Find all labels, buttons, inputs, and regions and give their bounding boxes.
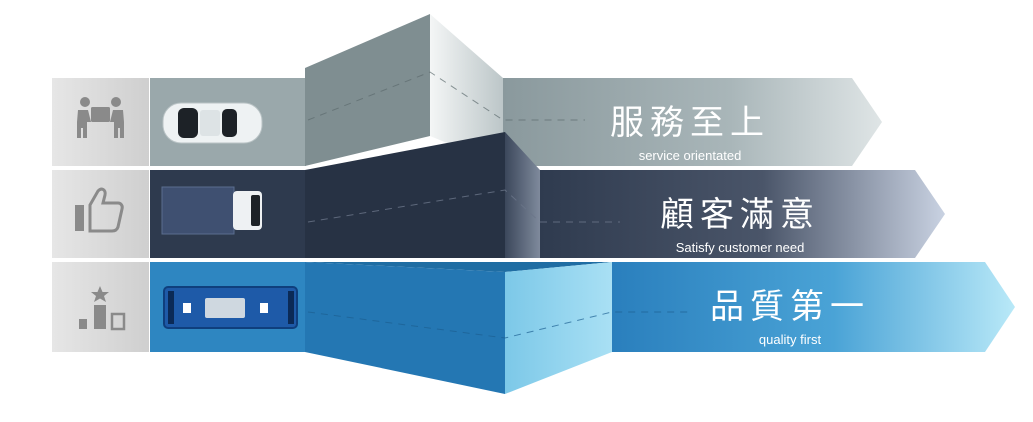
car-icon (162, 102, 263, 144)
label-quality: 品質第一 quality first (700, 279, 880, 347)
row-service (150, 14, 882, 166)
icon-panels (52, 78, 149, 352)
podium-star-icon (79, 286, 126, 331)
title-quality: 品質第一 (710, 287, 870, 327)
label-service: 服務至上 service orientated (605, 95, 775, 163)
subtitle-satisfy: Satisfy customer need (675, 240, 805, 255)
bus-icon (163, 286, 298, 329)
title-service: 服務至上 (610, 103, 770, 143)
people-carrying-box-icon (77, 97, 124, 138)
subtitle-quality: quality first (758, 332, 822, 347)
label-satisfy: 顧客滿意 Satisfy customer need (640, 187, 840, 255)
subtitle-service: service orientated (638, 148, 742, 163)
thumbs-up-icon (75, 187, 124, 233)
title-satisfy: 顧客滿意 (660, 195, 820, 235)
truck-icon (161, 186, 262, 235)
